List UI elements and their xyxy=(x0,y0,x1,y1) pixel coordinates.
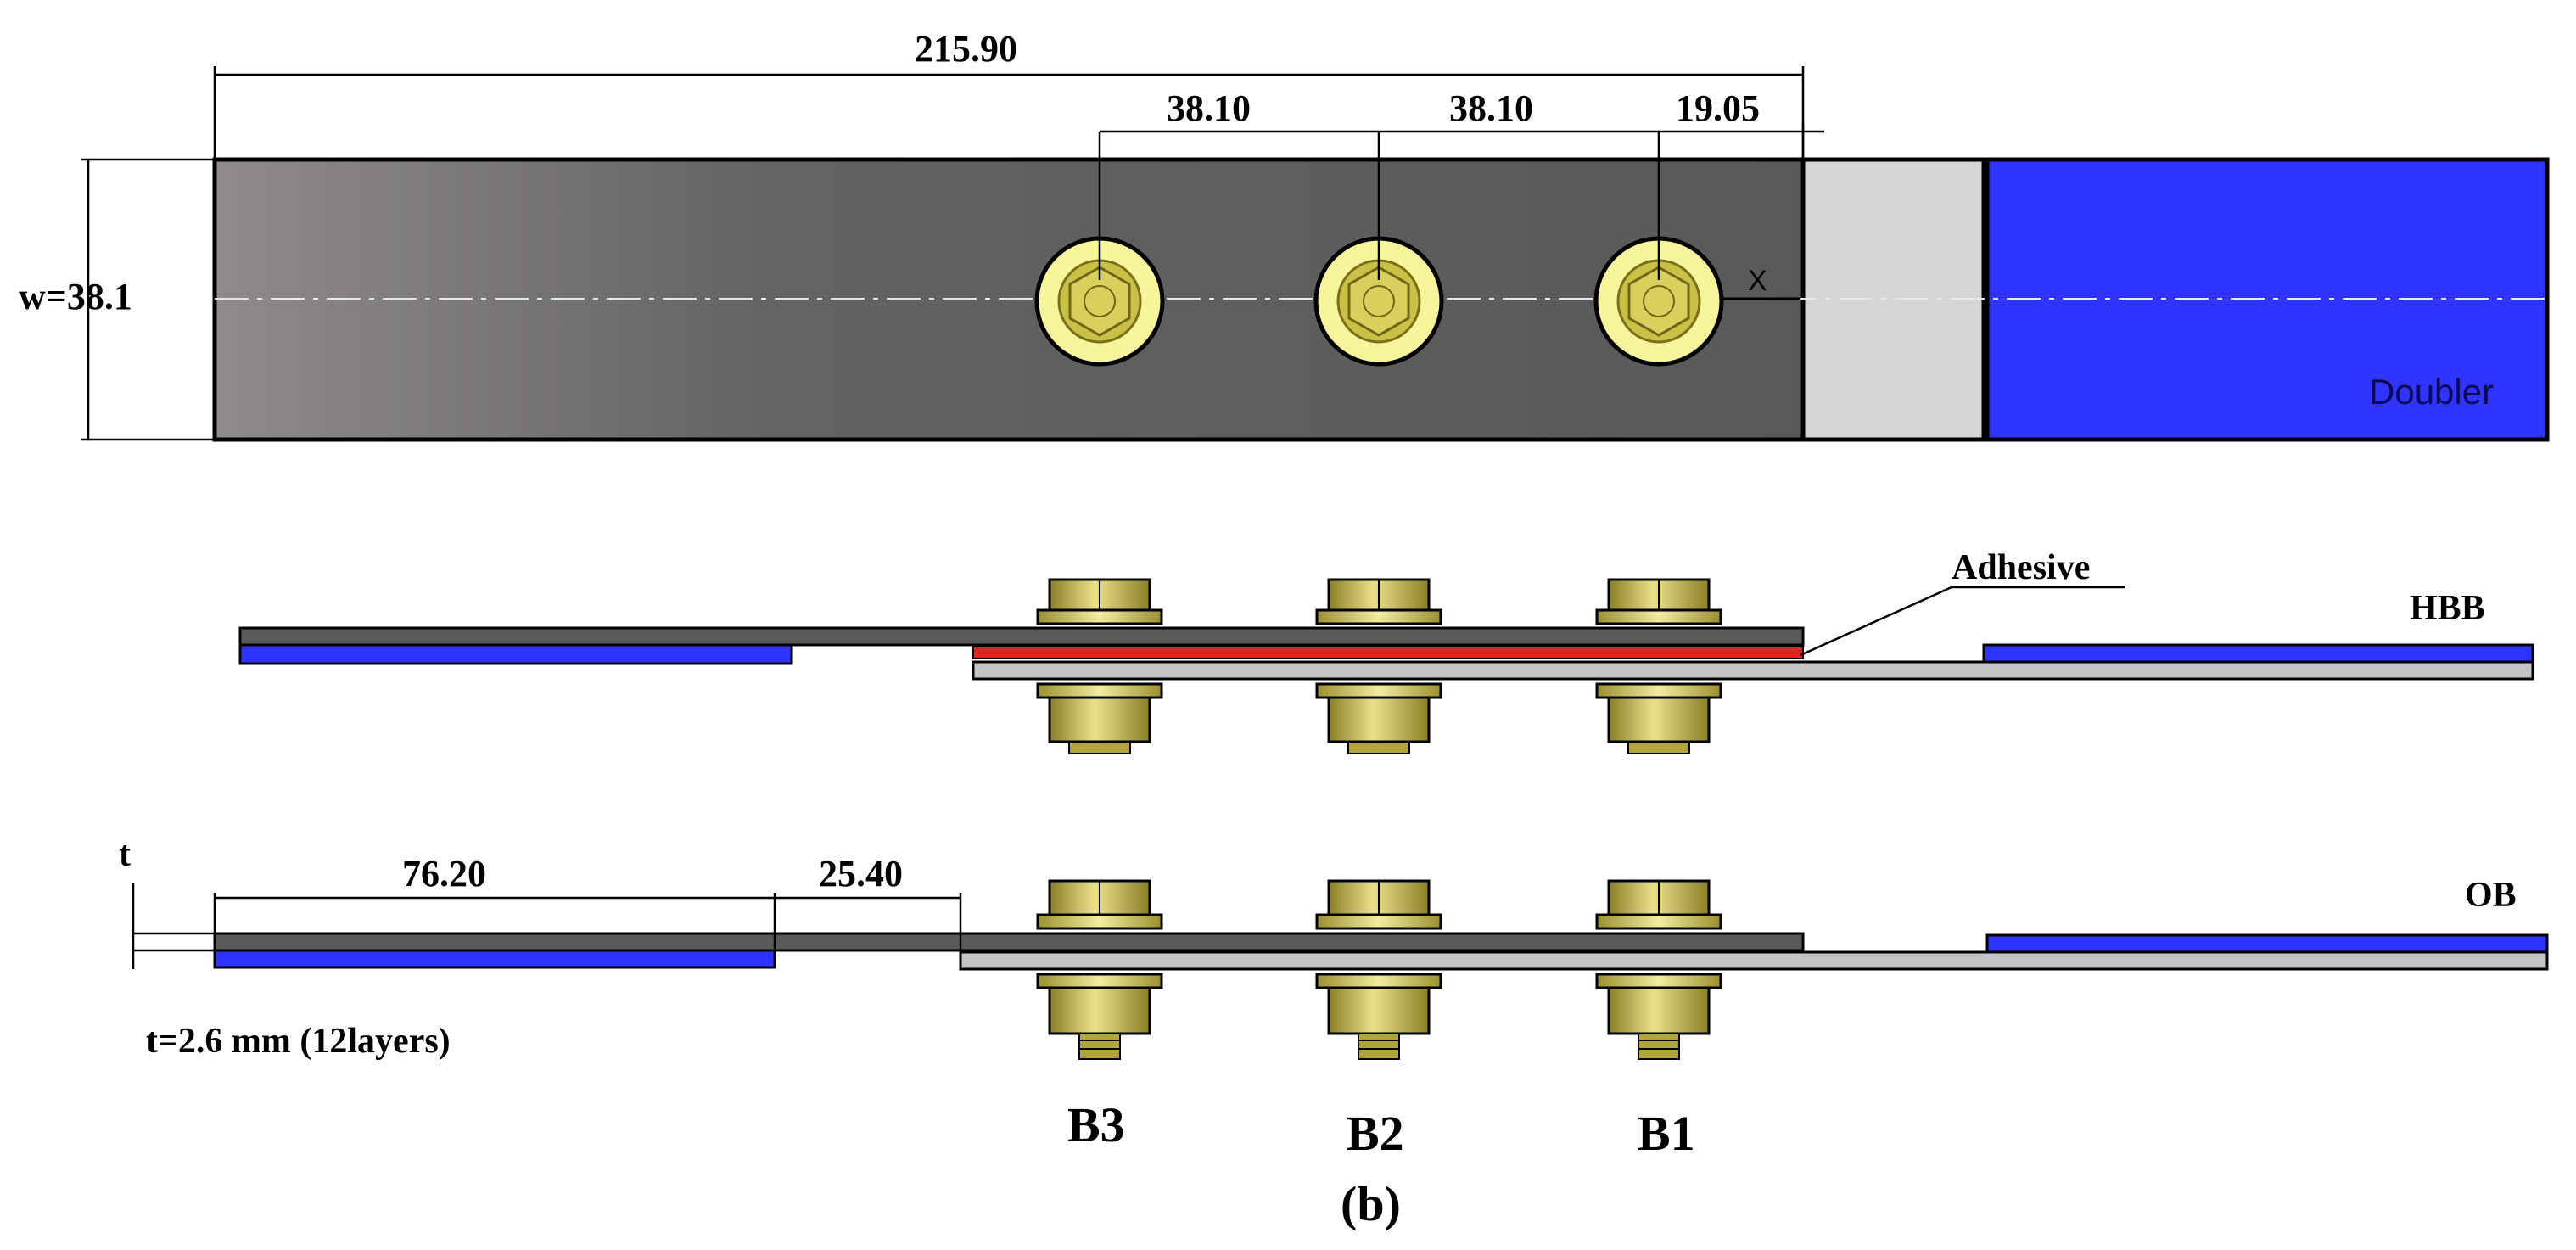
bolt-head-plan-b2 xyxy=(1313,236,1444,367)
ob-bolt-b2 xyxy=(1315,879,1442,1060)
hbb-lower-laminate xyxy=(972,660,2534,681)
dim-pitches xyxy=(1098,123,1824,280)
dim-overall xyxy=(213,66,1805,160)
hbb-view: HBB xyxy=(238,548,2534,754)
ob-upper-laminate xyxy=(213,932,1805,952)
bolt-head-plan-b3 xyxy=(1034,236,1165,367)
dim-overall-label: 215.90 xyxy=(915,28,1017,70)
width-label: w=38.1 xyxy=(19,276,132,317)
thickness-note: t=2.6 mm (12layers) xyxy=(146,1022,451,1061)
top-view: Doubler X 215 xyxy=(19,28,2550,442)
hbb-bolt-b2 xyxy=(1315,578,1442,754)
dim-gap-label: 25.40 xyxy=(819,853,903,894)
hbb-bolt-b1 xyxy=(1595,578,1722,754)
hbb-left-doubler xyxy=(238,643,793,665)
dim-pitch-2-label: 38.10 xyxy=(1449,87,1533,129)
ob-dims xyxy=(213,893,962,952)
ob-right-doubler xyxy=(1985,933,2549,954)
thickness-symbol: t xyxy=(119,835,131,874)
hbb-bolt-b3 xyxy=(1036,578,1163,754)
thickness-dim xyxy=(132,883,215,969)
ob-view: OB xyxy=(119,835,2549,1061)
ob-config-label: OB xyxy=(2465,876,2517,915)
dim-pitch-1-label: 38.10 xyxy=(1167,87,1251,129)
figure-caption: (b) xyxy=(1341,1176,1401,1231)
bolt-label-b1: B1 xyxy=(1638,1106,1695,1161)
adhesive-leader xyxy=(1800,586,1952,657)
hbb-upper-laminate xyxy=(238,626,1805,647)
ob-left-doubler xyxy=(213,949,776,969)
ob-bolt-b1 xyxy=(1595,879,1722,1060)
doubler-label: Doubler xyxy=(2369,372,2494,412)
dim-doubler-label: 76.20 xyxy=(402,853,486,894)
bolt-label-b3: B3 xyxy=(1067,1097,1125,1152)
dim-width xyxy=(81,158,215,441)
ob-lower-laminate xyxy=(959,950,2549,971)
adhesive-label: Adhesive xyxy=(1952,548,2090,587)
hbb-right-doubler xyxy=(1982,643,2534,664)
bolt-label-b2: B2 xyxy=(1347,1106,1404,1161)
hbb-config-label: HBB xyxy=(2410,589,2485,628)
ob-bolt-b3 xyxy=(1036,879,1163,1060)
dim-edge-label: 19.05 xyxy=(1676,87,1760,129)
x-axis-label: X xyxy=(1748,265,1767,297)
hbb-adhesive-layer xyxy=(972,646,1804,659)
